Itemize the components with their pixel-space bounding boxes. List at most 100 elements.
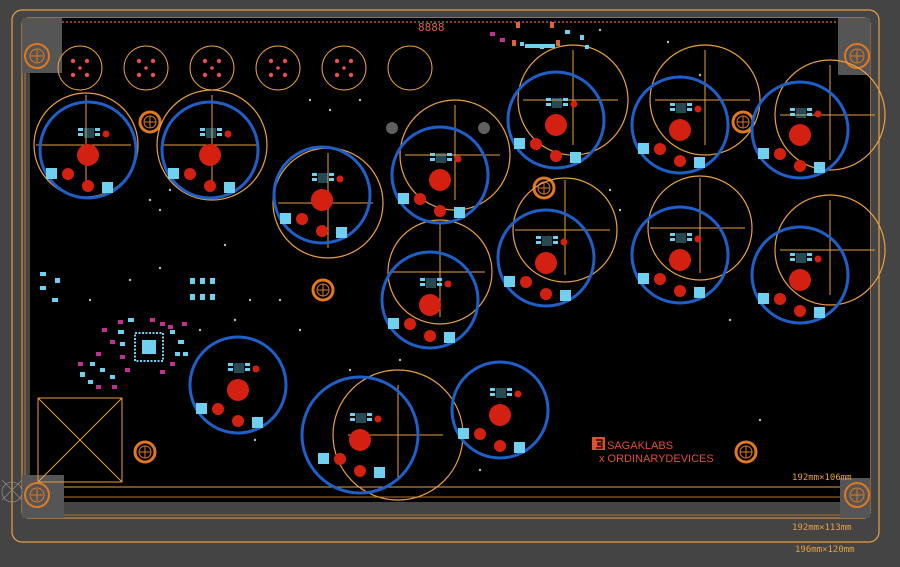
- via: [233, 318, 237, 322]
- via: [618, 208, 622, 212]
- button-outline: [512, 177, 618, 283]
- via: [358, 98, 362, 102]
- via: [223, 243, 227, 247]
- mounting-hole: [844, 482, 870, 508]
- mounting-hole: [844, 43, 870, 69]
- silk-marker: [160, 370, 165, 374]
- via: [88, 298, 92, 302]
- switch-footprint: [458, 388, 525, 453]
- smd-pad: [55, 278, 60, 283]
- switch-footprint: [514, 98, 581, 163]
- smd-pad: [210, 294, 215, 300]
- silk-marker: [110, 340, 115, 344]
- mounting-hole: [311, 278, 335, 302]
- silk-marker: [96, 352, 101, 356]
- via: [308, 98, 312, 102]
- silk-marker: [168, 325, 173, 329]
- silk-marker: [160, 322, 165, 326]
- corner-notch-bl: [22, 475, 64, 518]
- switch-footprint: [168, 128, 235, 193]
- switch-footprint: [638, 103, 705, 168]
- silk-marker: [150, 318, 155, 322]
- via: [398, 358, 402, 362]
- button-outline: [649, 44, 761, 156]
- button-outline: [774, 59, 886, 171]
- dimension-label-inner: 192mm×106mm: [792, 473, 852, 483]
- via: [608, 188, 612, 192]
- top-socket: [255, 45, 301, 91]
- via: [598, 28, 602, 32]
- smd-pad: [118, 330, 124, 334]
- connector-pad: [516, 22, 520, 28]
- smd-pad: [88, 380, 93, 384]
- via: [253, 438, 257, 442]
- smd-pad: [120, 342, 125, 346]
- via: [348, 368, 352, 372]
- switch-keepout-ring: [496, 208, 596, 308]
- silk-marker: [102, 328, 107, 332]
- switch-keepout-ring: [160, 100, 260, 200]
- smd-pad: [128, 318, 134, 322]
- silk-marker: [78, 362, 83, 366]
- mounting-hole: [133, 440, 157, 464]
- switch-footprint: [758, 253, 825, 318]
- brand-line-1: SAGAKLABS: [607, 440, 673, 452]
- switch-footprint: [638, 233, 705, 298]
- silk-marker: [96, 385, 101, 389]
- mounting-hole: [24, 482, 50, 508]
- top-socket-empty: [387, 45, 433, 91]
- mounting-hole: [24, 43, 50, 69]
- button-outline: [774, 194, 886, 306]
- switch-keepout-ring: [390, 125, 490, 225]
- switch-keepout-ring: [750, 80, 850, 180]
- silk-marker: [112, 385, 117, 389]
- smd-pad: [52, 298, 58, 302]
- top-marking: 8888: [418, 21, 445, 34]
- smd-pad: [200, 278, 205, 284]
- smd-pad: [580, 35, 584, 40]
- via: [198, 328, 202, 332]
- switch-footprint: [280, 173, 347, 238]
- switch-footprint: [504, 236, 571, 301]
- connector-pad: [512, 40, 516, 46]
- via: [148, 198, 152, 202]
- switch-keepout-ring: [750, 225, 850, 325]
- silk-marker: [490, 32, 495, 36]
- silk-marker: [118, 320, 123, 324]
- switch-keepout-ring: [506, 70, 606, 170]
- dimension-label-middle: 192mm×113mm: [792, 523, 852, 533]
- mounting-hole: [138, 110, 162, 134]
- via: [298, 328, 302, 332]
- switch-footprint: [196, 363, 263, 428]
- switch-keepout-ring: [272, 145, 372, 245]
- via: [168, 188, 172, 192]
- smd-pad: [80, 372, 85, 377]
- button-outline: [647, 175, 753, 281]
- switch-keepout-ring: [188, 335, 288, 435]
- smd-pad: [183, 352, 188, 356]
- smd-pad: [40, 272, 46, 276]
- mcu-chip: [134, 332, 164, 362]
- connector-pad: [550, 22, 554, 28]
- smd-pad: [190, 294, 195, 300]
- via: [248, 298, 252, 302]
- smd-pad: [520, 42, 524, 46]
- silk-marker: [120, 355, 125, 359]
- via: [478, 468, 482, 472]
- fiducial: [478, 122, 490, 134]
- smd-pad: [175, 352, 180, 356]
- switch-keepout-ring: [300, 375, 420, 495]
- switch-footprint: [388, 278, 455, 343]
- silk-marker: [182, 322, 187, 326]
- switch-keepout-ring: [380, 250, 480, 350]
- smd-pad: [210, 278, 215, 284]
- via: [278, 298, 282, 302]
- switch-footprint: [318, 413, 385, 478]
- smd-pad: [190, 278, 195, 284]
- button-outline: [399, 99, 511, 211]
- brand-logo: SAGAKLABS x ORDINARYDEVICES: [592, 437, 714, 465]
- switch-keepout-ring: [630, 75, 730, 175]
- smd-pad: [178, 340, 184, 344]
